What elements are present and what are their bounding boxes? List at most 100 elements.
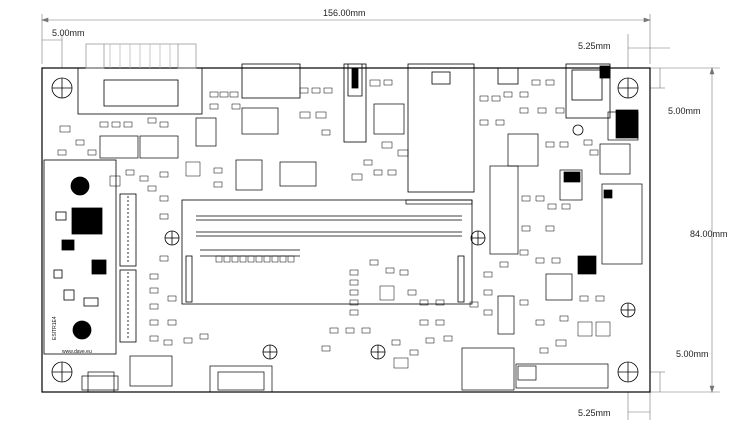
smd-part xyxy=(149,303,159,310)
smd-part xyxy=(443,335,453,342)
smd-part xyxy=(149,319,159,326)
smd-part xyxy=(149,335,159,342)
db9-connector xyxy=(77,43,203,115)
smd-part xyxy=(521,195,531,202)
smd-part xyxy=(495,119,505,126)
smd-part xyxy=(545,79,555,86)
smd-part xyxy=(231,103,241,110)
smd-part xyxy=(579,295,589,302)
smd-part xyxy=(345,327,355,334)
smd-part xyxy=(199,333,209,340)
smd-part xyxy=(379,285,395,301)
smd-part xyxy=(147,117,157,124)
smd-part xyxy=(215,255,223,263)
smd-part xyxy=(545,225,555,232)
dim-height-label: 84.00mm xyxy=(690,229,728,239)
dimension-lines xyxy=(41,14,720,420)
smd-part xyxy=(383,79,393,86)
vendor-url: www.dave.eu xyxy=(62,349,92,355)
header-blocks xyxy=(81,103,643,393)
smd-part xyxy=(483,289,493,296)
smd-part xyxy=(231,255,239,263)
mounting-holes xyxy=(51,77,639,383)
smd-part xyxy=(219,91,229,98)
smd-part xyxy=(167,319,177,326)
dim-top-vertical-label: 5.00mm xyxy=(668,106,701,116)
smd-part xyxy=(545,141,555,148)
smd-part xyxy=(125,169,135,176)
smd-part xyxy=(349,269,359,276)
smd-part xyxy=(263,255,271,263)
smd-part xyxy=(469,301,479,308)
smd-part xyxy=(483,309,493,316)
smd-part xyxy=(419,299,429,306)
smd-part xyxy=(279,255,287,263)
smd-part xyxy=(75,139,85,146)
smd-part xyxy=(435,299,445,306)
smd-part xyxy=(491,95,501,102)
smd-part xyxy=(123,121,133,128)
smd-part xyxy=(323,87,333,94)
dim-bottom-vertical-label: 5.00mm xyxy=(676,349,709,359)
smd-part xyxy=(409,349,419,356)
smd-part xyxy=(521,225,531,232)
dim-left-offset-label: 5.00mm xyxy=(52,28,85,38)
smd-part xyxy=(351,173,363,181)
smd-part xyxy=(435,319,445,326)
smd-part xyxy=(349,299,359,306)
top-connectors xyxy=(241,63,611,193)
smd-part xyxy=(381,141,393,149)
smd-part xyxy=(369,79,381,87)
smd-part xyxy=(183,337,193,344)
smd-part xyxy=(213,181,223,188)
smd-part xyxy=(547,203,557,210)
left-module xyxy=(43,159,117,355)
smd-part xyxy=(555,107,565,114)
smd-part xyxy=(149,287,159,294)
smd-part xyxy=(349,279,359,286)
smd-part xyxy=(535,195,545,202)
smd-part xyxy=(535,319,545,326)
smd-part xyxy=(159,171,169,178)
smd-part xyxy=(315,111,327,119)
smd-part xyxy=(229,91,239,98)
left-vertical-headers xyxy=(119,193,137,343)
smd-part xyxy=(391,339,401,346)
smd-part xyxy=(349,289,359,296)
smd-part xyxy=(87,149,97,156)
smd-part xyxy=(373,169,383,176)
smd-part xyxy=(299,111,311,119)
smd-part xyxy=(535,257,545,264)
smd-part xyxy=(329,327,339,334)
smd-part xyxy=(519,91,529,98)
smd-part xyxy=(539,347,549,354)
smd-part xyxy=(577,321,593,337)
smd-part xyxy=(311,87,321,94)
smd-part xyxy=(369,259,379,266)
smd-part xyxy=(499,261,509,268)
smd-part xyxy=(479,119,489,126)
smd-part xyxy=(397,149,409,157)
smd-part xyxy=(255,255,263,263)
smd-part xyxy=(159,213,169,220)
smd-part xyxy=(425,337,435,344)
smd-part xyxy=(299,87,309,94)
smd-part xyxy=(419,319,429,326)
board-outline xyxy=(41,67,651,393)
smd-part xyxy=(321,345,331,352)
smd-components xyxy=(57,79,611,369)
smd-part xyxy=(149,273,159,280)
smd-part xyxy=(551,257,561,264)
smd-part xyxy=(537,107,547,114)
side-label: ESITR1E4 xyxy=(52,316,58,340)
smd-part xyxy=(159,195,169,202)
smd-part xyxy=(595,295,605,302)
smd-part xyxy=(159,121,169,128)
smd-part xyxy=(109,175,121,187)
smd-part xyxy=(59,125,71,133)
smd-part xyxy=(399,269,409,276)
smd-part xyxy=(503,91,513,98)
smd-part xyxy=(239,255,247,263)
smd-part xyxy=(213,167,223,174)
